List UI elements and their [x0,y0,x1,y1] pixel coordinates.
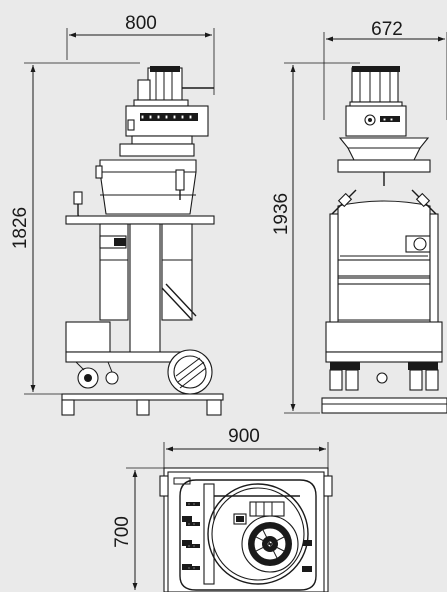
front-base [325,321,443,391]
pallet [61,393,224,416]
dimension-label-front-width: 672 [371,19,403,40]
dimension-label-front-height: 1936 [271,193,292,235]
side-view: 800 1826 [10,13,224,416]
top-vents [186,502,200,570]
top-view: 900 700 [112,426,333,592]
front-container [329,159,439,325]
dimension-side-width: 800 [66,13,215,95]
front-filter-head [338,105,430,161]
motor [133,66,214,107]
front-pallet [321,397,447,414]
top-motor [207,483,309,585]
dimension-label-side-width: 800 [125,13,157,34]
filter-head [119,105,209,157]
dimension-top-depth: 700 [112,467,166,590]
dimension-front-height: 1936 [271,62,360,414]
front-motor [349,66,403,109]
dimension-label-side-height: 1826 [10,207,31,249]
dimension-front-width: 672 [323,19,447,120]
base [65,321,213,395]
frame [65,191,215,361]
dimension-side-height: 1826 [10,62,140,395]
container [95,159,197,215]
dimension-top-width: 900 [163,426,329,470]
front-view: 672 1936 [271,19,447,414]
dimension-label-top-width: 900 [228,426,260,447]
dimension-label-top-depth: 700 [112,516,133,548]
